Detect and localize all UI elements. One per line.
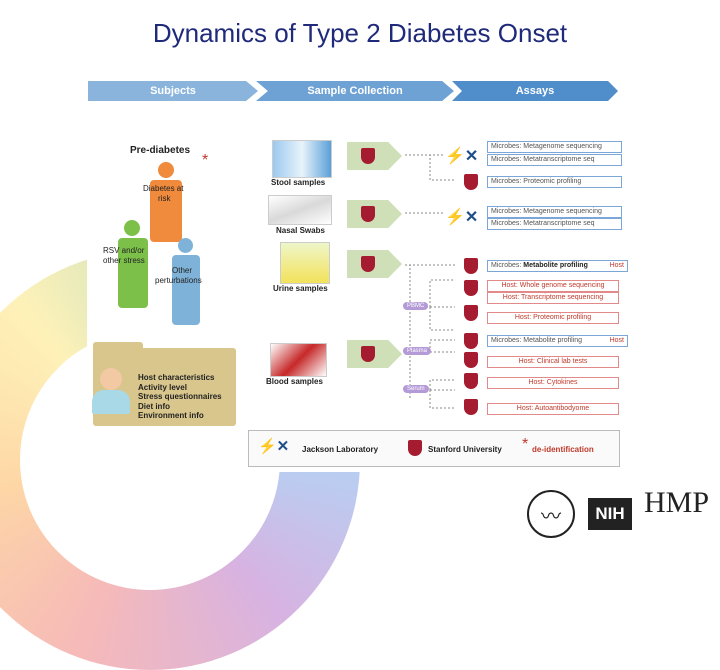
assay-plasma-metabolite: Microbes: Metabolite profiling Host xyxy=(487,335,628,347)
nurse-body xyxy=(92,390,130,414)
jax-logo-icon: ⚡✕ xyxy=(445,209,479,226)
assay-pbmc-transcriptome: Host: Transcriptome sequencing xyxy=(487,292,619,304)
assay-pbmc-proteomic: Host: Proteomic profiling xyxy=(487,312,619,324)
assay-prefix: Microbes: xyxy=(491,262,522,269)
person-green-body xyxy=(118,238,148,308)
serum-label: Serum xyxy=(403,385,429,393)
person-blue-head xyxy=(178,238,193,253)
stanford-shield-icon xyxy=(464,174,478,190)
stool-sample-image xyxy=(272,140,332,178)
stanford-shield-icon xyxy=(361,206,375,222)
nasal-swabs-label: Nasal Swabs xyxy=(276,226,325,235)
stanford-shield-icon xyxy=(361,148,375,164)
assay-stool-metatranscriptome: Microbes: Metatranscriptome seq xyxy=(487,154,622,166)
assay-pbmc-wgs: Host: Whole genome sequencing xyxy=(487,280,619,292)
host-tag: Host xyxy=(609,262,624,269)
slide-title: Dynamics of Type 2 Diabetes Onset xyxy=(152,18,568,48)
stanford-shield-icon xyxy=(464,373,478,389)
legend-jax: Jackson Laboratory xyxy=(302,445,379,454)
folder-line: Diet info xyxy=(138,401,170,411)
legend-box xyxy=(248,430,620,467)
folder-line: Host characteristics xyxy=(138,373,215,382)
deid-asterisk: * xyxy=(202,152,209,169)
nurse-icon xyxy=(100,368,122,390)
stanford-shield-icon xyxy=(464,305,478,321)
person-green-head xyxy=(124,220,140,236)
stool-samples-label: Stool samples xyxy=(271,178,326,187)
urine-samples-label: Urine samples xyxy=(273,284,328,293)
stanford-shield-icon xyxy=(361,256,375,272)
rsv-label-2: other stress xyxy=(103,256,145,265)
jax-logo-icon: ⚡✕ xyxy=(258,438,290,455)
hmp-logo: HMP xyxy=(644,486,710,519)
assay-stool-metagenome: Microbes: Metagenome sequencing xyxy=(487,141,622,153)
nih-logo: NIH xyxy=(588,498,632,530)
stanford-shield-icon xyxy=(408,440,422,456)
eagle-icon: 〰 xyxy=(541,506,561,528)
rsv-label-1: RSV and/or xyxy=(103,246,145,255)
header-sample-collection: Sample Collection xyxy=(256,81,454,101)
stanford-shield-icon xyxy=(464,333,478,349)
person-blue-body xyxy=(172,255,200,325)
assay-plasma-text: Microbes: Metabolite profiling xyxy=(491,337,583,344)
folder-line: Environment info xyxy=(138,411,204,420)
jax-logo-icon: ⚡✕ xyxy=(445,148,479,165)
diabetes-risk-label-1: Diabetes at xyxy=(143,184,184,193)
folder-tab xyxy=(93,342,143,352)
stanford-shield-icon xyxy=(464,399,478,415)
header-assays: Assays xyxy=(452,81,618,101)
plasma-label: Plasma xyxy=(403,347,432,355)
pbmc-label: PBMC xyxy=(403,302,429,310)
diabetes-risk-label-2: risk xyxy=(158,194,171,203)
other-label-2: perturbations xyxy=(155,276,202,285)
person-orange-body xyxy=(150,180,182,242)
header-subjects: Subjects xyxy=(88,81,258,101)
assay-urine-metabolite: Microbes: Metabolite profiling Host xyxy=(487,260,628,272)
legend-stanford: Stanford University xyxy=(428,445,502,454)
urine-sample-image xyxy=(280,242,330,284)
stanford-shield-icon xyxy=(464,280,478,296)
blood-sample-image xyxy=(270,343,327,377)
blood-samples-label: Blood samples xyxy=(266,377,323,386)
assay-plasma-clinical: Host: Clinical lab tests xyxy=(487,356,619,368)
assay-nasal-metagenome: Microbes: Metagenome sequencing xyxy=(487,206,622,218)
host-tag: Host xyxy=(609,337,624,344)
legend-deid: de-identification xyxy=(532,445,594,454)
other-label-1: Other xyxy=(172,266,193,275)
assay-nasal-metatranscriptome: Microbes: Metatranscriptome seq xyxy=(487,218,622,230)
assay-serum-autoantibodyome: Host: Autoantibodyome xyxy=(487,403,619,415)
assay-metabolite-text: Metabolite profiling xyxy=(523,262,588,269)
hhs-seal-icon xyxy=(527,490,575,538)
legend-asterisk: * xyxy=(522,436,529,453)
pre-diabetes-label: Pre-diabetes xyxy=(130,145,191,156)
stanford-shield-icon xyxy=(361,346,375,362)
person-orange-head xyxy=(158,162,174,178)
connector-lines xyxy=(405,154,455,409)
stanford-shield-icon xyxy=(464,258,478,274)
folder-line: Activity level xyxy=(138,382,187,392)
folder-line: Stress questionnaires xyxy=(138,392,222,401)
nasal-swab-image xyxy=(268,195,332,225)
stanford-shield-icon xyxy=(464,352,478,368)
assay-stool-proteomic: Microbes: Proteomic profiling xyxy=(487,176,622,188)
assay-serum-cytokines: Host: Cytokines xyxy=(487,377,619,389)
